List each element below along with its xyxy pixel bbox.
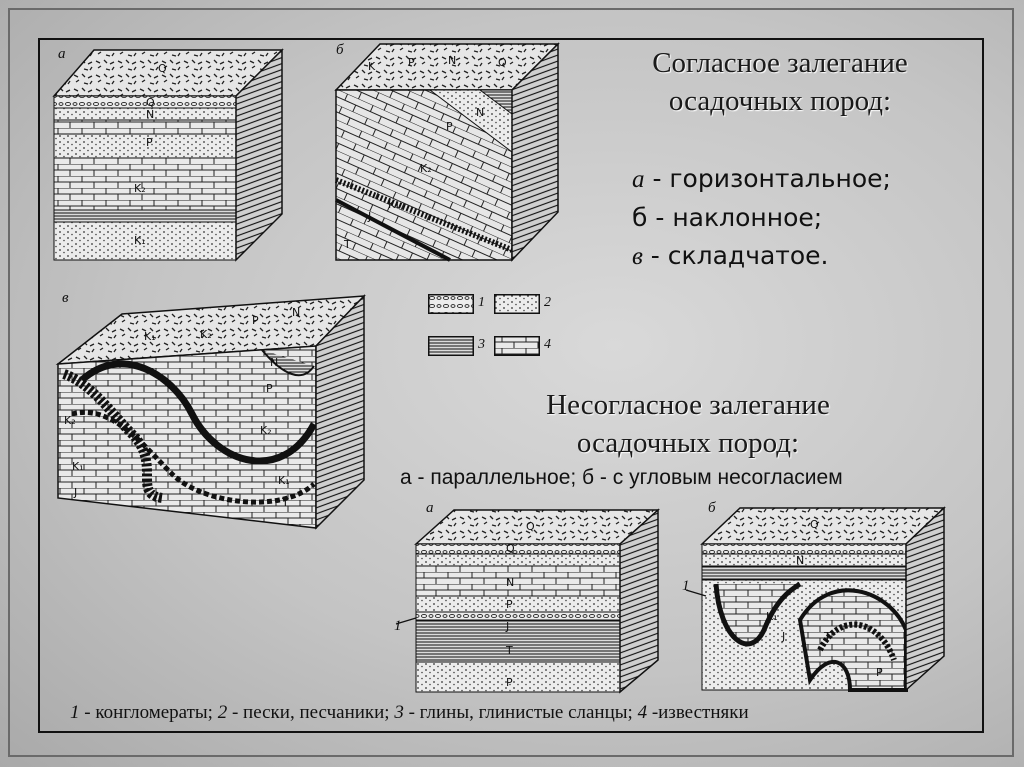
layer-label: T: [281, 496, 289, 509]
unconformable-types: а - параллельное; б - с угловым несоглас…: [400, 466, 843, 489]
layer-label: N: [292, 306, 300, 319]
layer-label: K₁: [144, 330, 156, 343]
layer-label: K₁: [278, 474, 290, 487]
title-line: осадочных пород:: [668, 85, 892, 117]
layer-label: K₂: [260, 424, 272, 437]
conformable-types-list: а - горизонтальное; б - наклонное; в - с…: [632, 160, 891, 276]
diagram-inclined-bedding: б K P N Q N P K₂ K₁ J T: [334, 42, 560, 262]
layer-label: K₂: [420, 162, 432, 175]
layer-label: N: [506, 576, 514, 589]
caption-number: 1: [70, 702, 80, 723]
layer-label: K₁: [388, 198, 400, 211]
layer-label: J: [367, 210, 371, 223]
caption-number: 4: [637, 702, 648, 723]
figure-letter-a2: а: [426, 500, 434, 516]
layer-label: K₂: [64, 414, 76, 427]
figure-letter-v: в: [62, 290, 69, 306]
caption-number: 2: [217, 702, 228, 723]
caption-text: -известняки: [647, 702, 749, 723]
diagram-parallel-unconformity: а Q Q N P J T P 1: [394, 500, 660, 694]
list-marker: а: [632, 166, 645, 193]
layer-label: Q: [526, 520, 535, 533]
layer-label: J: [505, 620, 509, 633]
figure-letter-b2: б: [708, 500, 716, 516]
legend-number: 4: [544, 337, 551, 352]
layer-label: N: [476, 106, 484, 119]
list-text: - складчатое.: [642, 241, 829, 270]
layer-label: N: [270, 356, 278, 369]
caption-text: - конгломераты;: [79, 702, 218, 723]
caption-text: - глины, глинистые сланцы;: [403, 702, 638, 723]
layer-label: N: [146, 108, 154, 121]
layer-label: K: [368, 60, 376, 73]
title-unconformable-bedding: Несогласное залегание осадочных пород:: [488, 386, 888, 462]
layer-label: P: [266, 382, 273, 395]
caption-number: 3: [394, 702, 404, 723]
layer-label: K₂: [134, 182, 146, 195]
layer-label: Q: [810, 518, 819, 531]
list-item: б - наклонное;: [632, 199, 891, 237]
legend-number: 2: [544, 295, 551, 310]
layer-label: Q: [506, 542, 515, 555]
list-item: а - горизонтальное;: [632, 160, 891, 199]
layer-label: P: [876, 666, 883, 679]
slide-inner-frame: [38, 38, 984, 733]
slide-outer-frame: [8, 8, 1014, 757]
title-line: Несогласное залегание: [546, 389, 830, 421]
layer-label: Q: [158, 62, 167, 75]
layer-label: J: [73, 486, 77, 499]
caption-text: - пески, песчаники;: [227, 702, 395, 723]
diagram-folded-bedding: в K₁ K₂ P N N P K₂ K₂ K₁ K₁ J T: [55, 290, 366, 530]
title-line: осадочных пород:: [576, 427, 800, 459]
title-line: Согласное залегание: [652, 47, 908, 79]
layer-label: Q: [146, 96, 155, 109]
layer-label: P: [506, 676, 513, 689]
layer-label: K₁: [766, 610, 778, 623]
list-marker: в: [632, 243, 643, 270]
layer-label: K₂: [200, 328, 212, 341]
layer-label: P: [408, 56, 415, 69]
legend-caption: 1 - конгломераты; 2 - пески, песчаники; …: [70, 702, 970, 724]
list-marker: б: [632, 203, 648, 232]
diagram-horizontal-bedding: а Q Q N P K₂ K₁: [52, 46, 284, 262]
figure-letter-a: а: [58, 46, 66, 62]
list-item: в - складчатое.: [632, 237, 891, 276]
figure-letter-b: б: [336, 42, 344, 58]
layer-label: P: [506, 598, 513, 611]
legend-number: 3: [478, 337, 485, 352]
layer-label: 1: [682, 578, 690, 594]
layer-label: J: [781, 630, 785, 643]
layer-label: K₁: [72, 460, 84, 473]
list-text: - наклонное;: [647, 203, 823, 232]
layer-label: 1: [394, 618, 402, 634]
layer-label: Q: [498, 56, 507, 69]
layer-label: P: [252, 314, 259, 327]
diagram-angular-unconformity: б Q N K₁ J T P 1: [682, 500, 946, 692]
layer-label: N: [448, 54, 456, 67]
list-text: - горизонтальное;: [644, 164, 891, 193]
layer-label: T: [505, 644, 513, 657]
layer-label: P: [446, 120, 453, 133]
legend-number: 1: [478, 295, 485, 310]
layer-label: P: [146, 136, 153, 149]
title-conformable-bedding: Согласное залегание осадочных пород:: [600, 44, 960, 120]
layer-label: N: [796, 554, 804, 567]
layer-label: K₁: [134, 234, 146, 247]
layer-label: T: [823, 630, 831, 643]
layer-label: T: [343, 238, 351, 251]
